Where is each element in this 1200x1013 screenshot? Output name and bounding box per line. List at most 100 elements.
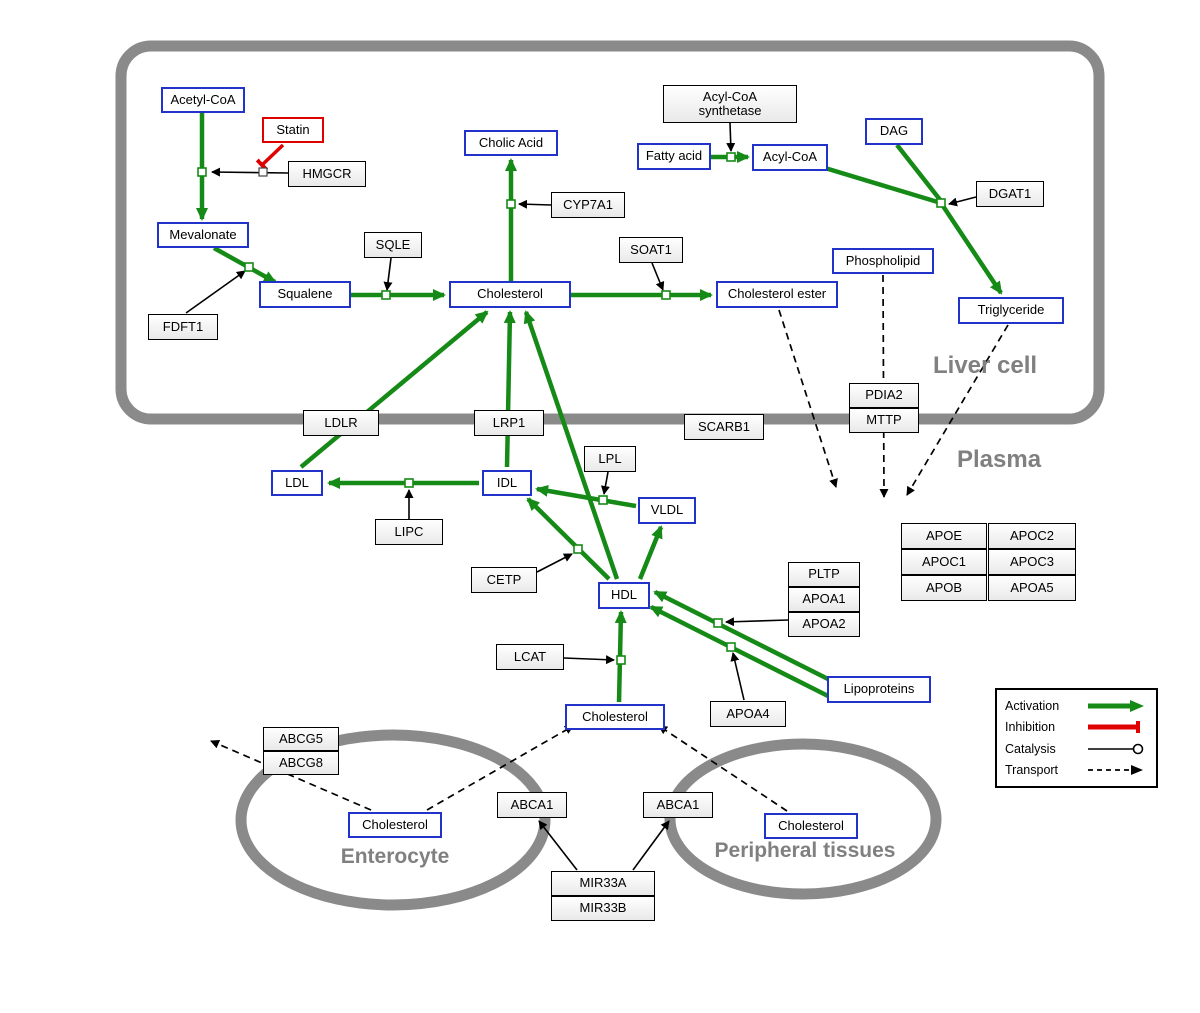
- peripheral-tissues-label: Peripheral tissues: [714, 839, 896, 862]
- reaction-anchor: [506, 199, 516, 209]
- edge-hmgcr-catalysis: [211, 167, 289, 177]
- node-cholesterol-ester[interactable]: Cholesterol ester: [716, 281, 838, 308]
- node-lpl[interactable]: LPL: [584, 446, 636, 472]
- reaction-anchor: [598, 495, 608, 505]
- edge-statin-inhibition: [255, 143, 285, 172]
- edge-acylcoa-synthetase-catalysis: [726, 122, 736, 152]
- edge-dgat1-catalysis: [948, 196, 977, 207]
- node-apoc2[interactable]: APOC2: [988, 523, 1076, 549]
- node-triglyceride[interactable]: Triglyceride: [958, 297, 1064, 324]
- legend-row-inhibition: Inhibition: [1005, 720, 1148, 734]
- node-apoa4[interactable]: APOA4: [710, 701, 786, 727]
- node-apoa5[interactable]: APOA5: [988, 575, 1076, 601]
- reaction-anchor: [381, 290, 391, 300]
- edge-lipoproteins-hdl-upper: [653, 589, 830, 682]
- enterocyte-label: Enterocyte: [340, 845, 450, 868]
- node-cholic-acid[interactable]: Cholic Acid: [464, 130, 558, 156]
- node-sqle[interactable]: SQLE: [364, 232, 422, 258]
- node-lcat[interactable]: LCAT: [496, 644, 564, 670]
- node-fdft1[interactable]: FDFT1: [148, 314, 218, 340]
- node-pltp[interactable]: PLTP: [788, 562, 860, 587]
- node-mir33a[interactable]: MIR33A: [551, 871, 655, 896]
- node-abca1-left[interactable]: ABCA1: [497, 792, 567, 818]
- node-apoe[interactable]: APOE: [901, 523, 987, 549]
- reaction-anchor: [197, 167, 207, 177]
- node-lipc[interactable]: LIPC: [375, 519, 443, 545]
- node-acetyl-coa[interactable]: Acetyl-CoA: [161, 87, 245, 113]
- edge-idl-cholesterol: [503, 310, 516, 468]
- node-vldl[interactable]: VLDL: [638, 497, 696, 524]
- edge-mir33-abca1-left: [538, 820, 578, 871]
- peripheral-tissues-membrane: [664, 738, 942, 900]
- edge-cholesterolester-plasma: [778, 309, 838, 488]
- node-apob[interactable]: APOB: [901, 575, 987, 601]
- edge-enterocyte-cholesterol-efflux: [210, 740, 372, 811]
- node-mir33b[interactable]: MIR33B: [551, 896, 655, 921]
- node-hmgcr[interactable]: HMGCR: [288, 161, 366, 187]
- edge-hdl-cholesterol: [523, 310, 620, 580]
- edge-lcat-catalysis: [563, 655, 615, 665]
- edge-triglyceride-plasma: [906, 324, 1009, 496]
- reaction-anchor: [244, 262, 254, 272]
- node-idl[interactable]: IDL: [482, 470, 532, 496]
- enterocyte-membrane: [235, 729, 551, 911]
- edge-peripheral-to-plasma-cholesterol: [658, 725, 788, 812]
- legend-catalysis-label: Catalysis: [1005, 741, 1056, 756]
- legend-row-activation: Activation: [1005, 699, 1148, 713]
- node-mttp[interactable]: MTTP: [849, 408, 919, 433]
- node-cholesterol-peripheral[interactable]: Cholesterol: [764, 813, 858, 839]
- plasma-label: Plasma: [957, 446, 1042, 473]
- reaction-anchor: [936, 198, 946, 208]
- legend-activation-label: Activation: [1005, 698, 1060, 713]
- node-lrp1[interactable]: LRP1: [474, 410, 544, 436]
- reaction-anchor: [616, 655, 626, 665]
- transport-dashed-arrow-symbol: [1088, 765, 1143, 776]
- node-hdl[interactable]: HDL: [598, 582, 650, 609]
- reaction-anchor: [726, 642, 736, 652]
- edge-junction-triglyceride: [939, 201, 1003, 295]
- node-apoc1[interactable]: APOC1: [901, 549, 987, 575]
- activation-arrow-symbol: [1088, 699, 1144, 712]
- inhibition-tbar-symbol: [1088, 721, 1140, 734]
- node-apoa2[interactable]: APOA2: [788, 612, 860, 637]
- node-cholesterol-liver[interactable]: Cholesterol: [449, 281, 571, 308]
- node-squalene[interactable]: Squalene: [259, 281, 351, 308]
- edge-cyp7a1-catalysis: [518, 199, 552, 209]
- node-cholesterol-plasma[interactable]: Cholesterol: [565, 704, 665, 730]
- node-ldlr[interactable]: LDLR: [303, 410, 379, 436]
- node-pdia2[interactable]: PDIA2: [849, 383, 919, 408]
- node-dgat1[interactable]: DGAT1: [976, 181, 1044, 207]
- node-cholesterol-enterocyte[interactable]: Cholesterol: [348, 812, 442, 838]
- node-phospholipid[interactable]: Phospholipid: [832, 248, 934, 274]
- node-soat1[interactable]: SOAT1: [619, 237, 683, 263]
- edge-soat1-catalysis: [651, 262, 665, 291]
- legend-row-catalysis: Catalysis: [1005, 742, 1148, 756]
- node-ldl[interactable]: LDL: [271, 470, 323, 496]
- node-cyp7a1[interactable]: CYP7A1: [551, 192, 625, 218]
- node-fatty-acid[interactable]: Fatty acid: [637, 143, 711, 170]
- node-lipoproteins[interactable]: Lipoproteins: [827, 676, 931, 703]
- edge-sqle-catalysis: [383, 257, 393, 291]
- node-abca1-right[interactable]: ABCA1: [643, 792, 713, 818]
- reaction-anchor: [258, 167, 268, 177]
- edge-vldl-idl: [535, 484, 637, 509]
- edge-dag-junction: [895, 143, 943, 203]
- reaction-anchor: [404, 478, 414, 488]
- node-acyl-coa-synthetase[interactable]: Acyl-CoA synthetase: [663, 85, 797, 123]
- node-scarb1[interactable]: SCARB1: [684, 414, 764, 440]
- node-apoa1[interactable]: APOA1: [788, 587, 860, 612]
- legend-row-transport: Transport: [1005, 763, 1148, 777]
- node-apoc3[interactable]: APOC3: [988, 549, 1076, 575]
- edge-ldl-cholesterol: [299, 310, 489, 469]
- node-acyl-coa[interactable]: Acyl-CoA: [752, 144, 828, 171]
- node-dag[interactable]: DAG: [865, 118, 923, 145]
- node-abcg8[interactable]: ABCG8: [263, 751, 339, 775]
- reaction-anchor: [661, 290, 671, 300]
- node-cetp[interactable]: CETP: [471, 567, 537, 593]
- edge-enterocyte-to-plasma-cholesterol: [426, 725, 574, 811]
- node-statin[interactable]: Statin: [262, 117, 324, 143]
- node-mevalonate[interactable]: Mevalonate: [157, 222, 249, 248]
- node-abcg5[interactable]: ABCG5: [263, 727, 339, 751]
